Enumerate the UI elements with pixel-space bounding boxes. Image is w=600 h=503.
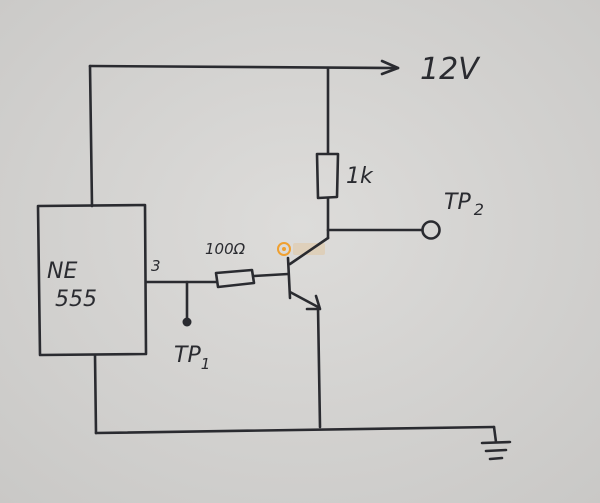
tp2-terminal <box>421 220 441 240</box>
supply-arrow <box>380 59 400 76</box>
emitter-arrow-icon <box>305 294 322 311</box>
transistor-collector-leg <box>288 236 330 266</box>
ne555-chip <box>36 203 148 357</box>
ground-line-low <box>488 456 504 461</box>
supply-voltage-label: 12V <box>420 52 481 87</box>
ic-label-line2: 555 <box>55 287 97 312</box>
supply-rail <box>88 64 400 70</box>
tp1-dot <box>182 317 192 327</box>
ground-icon <box>480 440 512 445</box>
ic-pin-number: 3 <box>151 257 161 275</box>
wire-ic-to-supply <box>88 64 94 208</box>
wire-emitter-to-ground <box>316 305 322 429</box>
collector-resistor <box>315 152 340 200</box>
tp1-label: TP1 <box>174 343 210 373</box>
ground-stem <box>492 425 498 444</box>
ground-rail <box>94 425 496 435</box>
wire-ic-to-ground <box>93 353 98 435</box>
ground-line-mid <box>484 448 508 453</box>
base-resistor-label: 100Ω <box>205 240 246 258</box>
ic-label-line1: NE <box>47 259 77 284</box>
base-resistor <box>214 268 256 289</box>
collector-resistor-label: 1k <box>346 164 374 189</box>
wire-resistor-to-base <box>252 272 290 278</box>
transistor-emitter-leg <box>288 290 320 309</box>
